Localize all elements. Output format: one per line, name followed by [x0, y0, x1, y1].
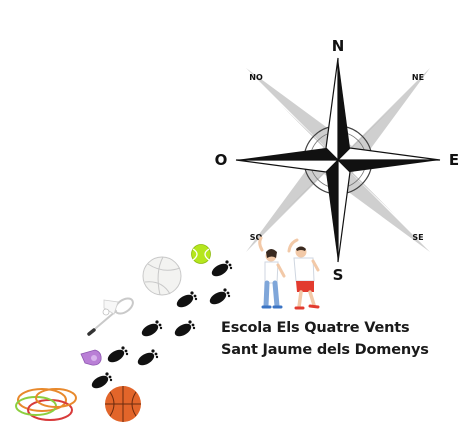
badminton-racket-icon [87, 297, 134, 336]
shuttlecock-icon [102, 299, 119, 316]
compass-label-south: S [333, 266, 344, 284]
footprint [91, 346, 129, 389]
compass-rose-icon: N E S O NE NO SE SO [215, 37, 460, 284]
compass-label-west: O [215, 151, 228, 169]
footprints-icon [91, 260, 233, 389]
school-name: Escola Els Quatre Vents [221, 320, 410, 336]
compass-label-northeast: NE [412, 73, 424, 82]
people-stretching-icon [258, 236, 320, 310]
footprint [137, 320, 163, 366]
compass-label-north: N [332, 37, 345, 55]
school-location: Sant Jaume dels Domenys [221, 342, 429, 358]
man-figure [287, 238, 320, 310]
basketball-icon [105, 386, 141, 422]
compass-secondary-points [281, 105, 395, 215]
compass-label-east: E [449, 151, 459, 169]
tennis-ball-icon [191, 244, 211, 264]
hoops-icon [15, 388, 77, 421]
footprint [209, 260, 233, 305]
compass-label-northwest: NO [249, 73, 263, 82]
volleyball-icon [142, 256, 182, 296]
compass-diagonal-points [246, 68, 430, 252]
footprint [174, 291, 198, 337]
compass-label-southeast: SE [412, 233, 423, 242]
compass-label-southwest: SO [250, 233, 263, 242]
woman-figure [258, 236, 286, 309]
compass-cardinal-points [235, 57, 441, 263]
whistle-icon [80, 349, 102, 366]
